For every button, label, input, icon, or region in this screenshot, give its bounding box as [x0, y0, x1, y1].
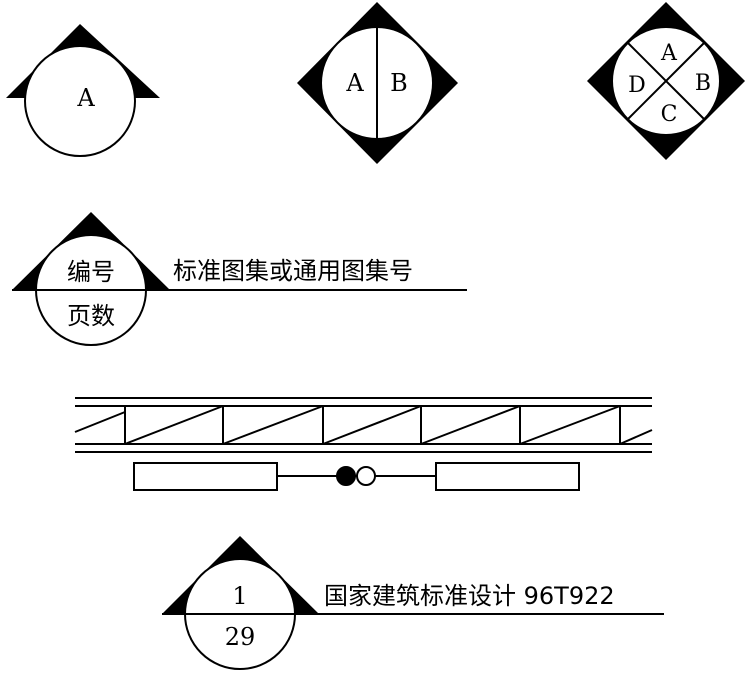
symbol-upper-label: 编号	[67, 258, 115, 286]
index-symbol-standard-atlas: 编号 页数 标准图集或通用图集号	[12, 212, 467, 346]
example-caption: 国家建筑标准设计 96T922	[324, 582, 615, 610]
right-block	[435, 462, 580, 491]
symbol-letter-b: B	[695, 71, 711, 96]
symbol-circle	[24, 45, 136, 157]
symbol-letter-a: A	[660, 41, 678, 66]
diagonal-divider	[627, 42, 705, 120]
index-symbol-quad: A B C D	[587, 2, 745, 160]
truss-diagonals	[74, 405, 653, 445]
atlas-caption: 标准图集或通用图集号	[173, 257, 413, 285]
symbol-upper-number: 1	[232, 582, 247, 610]
left-block	[133, 462, 278, 491]
hollow-node	[356, 466, 376, 486]
index-symbol-single: A	[6, 24, 160, 157]
index-symbol-example: 1 29 国家建筑标准设计 96T922	[162, 536, 664, 670]
symbol-letter-a: A	[76, 84, 95, 112]
index-symbol-split: A B	[297, 2, 458, 164]
symbol-letter-a: A	[345, 69, 364, 97]
symbol-letter-b: B	[390, 69, 408, 97]
filled-node	[336, 466, 356, 486]
symbol-letter-d: D	[628, 73, 646, 98]
symbol-letter-c: C	[661, 102, 678, 127]
symbol-lower-label: 页数	[67, 302, 115, 330]
section-drawing	[74, 397, 653, 491]
symbol-lower-number: 29	[225, 623, 256, 651]
